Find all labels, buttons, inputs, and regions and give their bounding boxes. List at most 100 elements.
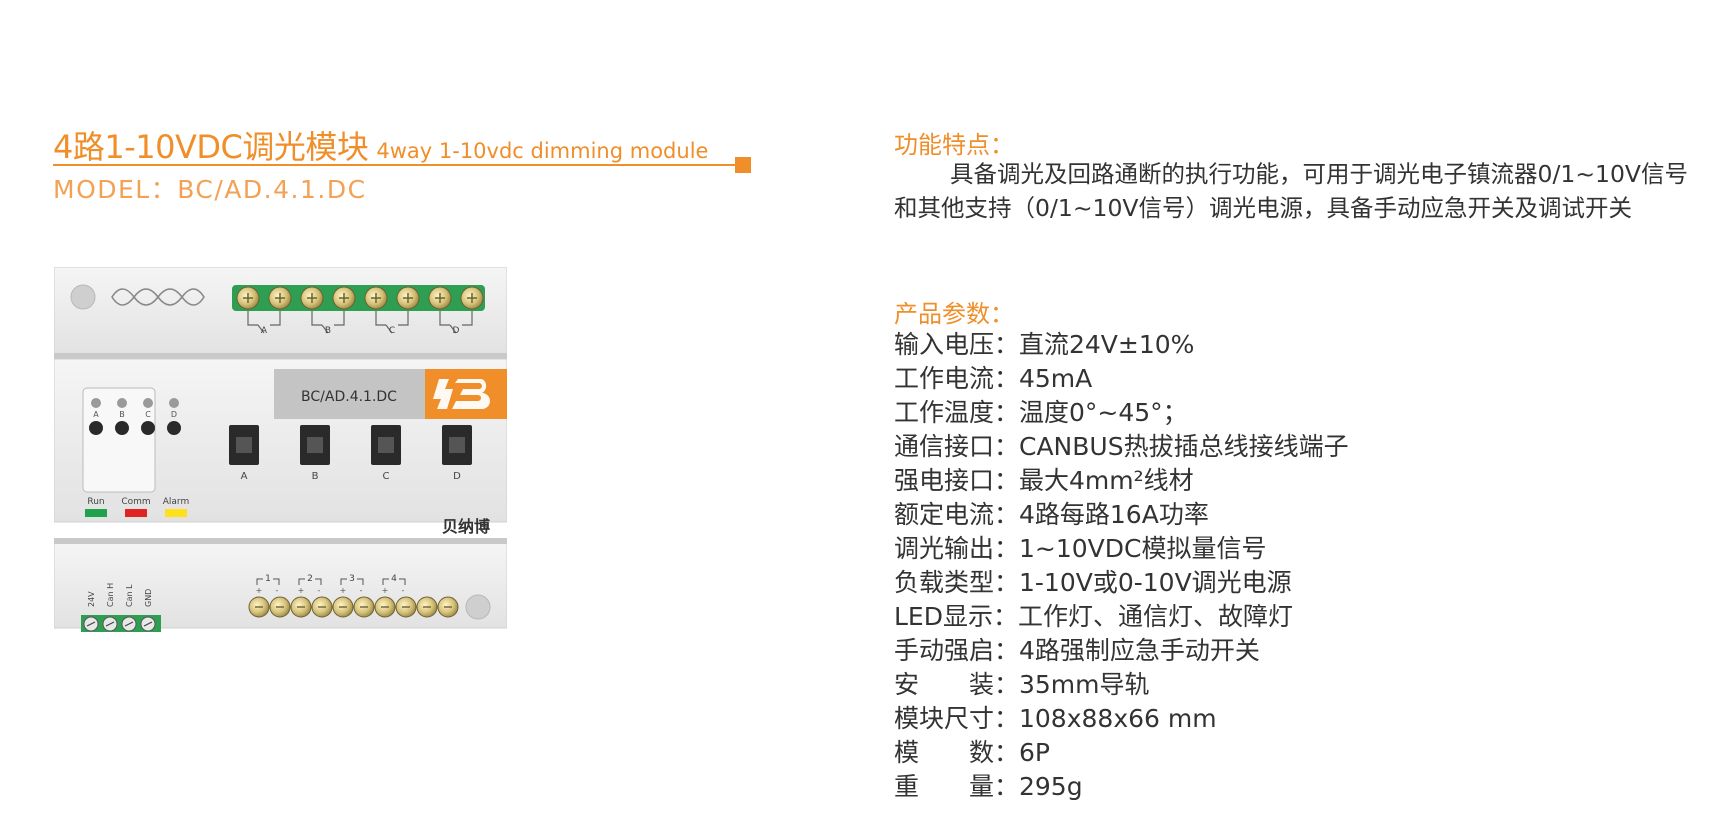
relay-label: A	[261, 326, 268, 336]
bus-terminal-label: 24V	[87, 591, 96, 607]
indicator-label: B	[119, 410, 125, 419]
switch-rocker	[449, 437, 465, 453]
param-item: 安 装：35mm导轨	[894, 670, 1150, 699]
features-body: 具备调光及回路通断的执行功能，可用于调光电子镇流器0/1~10V信号和其他支持（…	[894, 157, 1704, 225]
channel-markings: 1+-2+-3+-4+-	[256, 574, 406, 595]
top-rail-groove	[54, 353, 507, 359]
param-item: 模块尺寸：108x88x66 mm	[894, 704, 1217, 733]
bus-terminal-label: GND	[144, 589, 153, 607]
screw-slot	[403, 293, 413, 303]
plus-sign: +	[298, 586, 305, 595]
params-title: 产品参数：	[894, 300, 1014, 328]
model-number: MODEL：BC/AD.4.1.DC	[53, 175, 367, 204]
nameplate-text: BC/AD.4.1.DC	[301, 389, 397, 405]
channel-number: 1	[265, 574, 271, 584]
param-item: 调光输出：1~10VDC模拟量信号	[894, 534, 1267, 563]
mount-hole-left	[70, 284, 96, 310]
param-item: LED显示：工作灯、通信灯、故障灯	[894, 602, 1293, 631]
relay-symbol	[375, 311, 409, 334]
params-list: 输入电压：直流24V±10% 工作电流：45mA 工作温度：温度0°~45°； 通信接…	[894, 328, 1349, 804]
param-item: 额定电流：4路每路16A功率	[894, 500, 1209, 529]
relay-label: D	[453, 326, 460, 336]
switch-label: C	[383, 471, 390, 482]
page-title: 4路1-10VDC调光模块 4way 1-10vdc dimming module	[53, 122, 708, 168]
param-item: 输入电压：直流24V±10%	[894, 330, 1195, 359]
indicator-label: D	[171, 410, 177, 419]
switch-label: D	[453, 471, 461, 482]
screw-slot	[307, 293, 317, 303]
relay-label: B	[325, 326, 331, 336]
indicator-led	[117, 398, 127, 408]
switch-label: A	[241, 471, 248, 482]
relay-symbol	[439, 311, 473, 334]
indicator-button[interactable]	[167, 421, 181, 435]
indicator-button[interactable]	[141, 421, 155, 435]
bus-terminal-label: Can L	[125, 584, 134, 607]
indicator-panel	[82, 387, 156, 493]
bus-terminal-screws	[83, 616, 156, 632]
relay-symbol	[311, 311, 345, 334]
switch-label: B	[312, 471, 319, 482]
channel-number: 4	[391, 574, 397, 584]
channel-number: 2	[307, 574, 313, 584]
indicator-button[interactable]	[89, 421, 103, 435]
channel-bracket	[340, 578, 364, 585]
screw-slot	[124, 621, 134, 627]
wire-clip	[111, 288, 205, 306]
screw-slot	[435, 293, 445, 303]
param-item: 通信接口：CANBUS热拔插总线接线端子	[894, 432, 1349, 461]
mount-hole-right	[465, 594, 491, 620]
minus-sign: -	[360, 586, 363, 595]
features-text: 具备调光及回路通断的执行功能，可用于调光电子镇流器0/1~10V信号和其他支持（…	[894, 160, 1688, 222]
manual-switches[interactable]: A B C D	[229, 425, 472, 482]
indicator-button[interactable]	[115, 421, 129, 435]
minus-sign: -	[276, 586, 279, 595]
title-chinese: 4路1-10VDC调光模块	[53, 128, 369, 166]
brand-logo-icon	[433, 379, 490, 409]
relay-symbol	[247, 311, 281, 334]
channel-bracket	[256, 578, 280, 585]
param-item: 模 数：6P	[894, 738, 1050, 767]
param-item: 工作电流：45mA	[894, 364, 1093, 393]
status-led	[125, 509, 147, 517]
top-terminal-block	[232, 285, 485, 311]
switch-rocker	[378, 437, 394, 453]
channel-bracket	[298, 578, 322, 585]
bottom-rail-groove	[54, 538, 507, 544]
param-item: 强电接口：最大4mm²线材	[894, 466, 1194, 495]
relay-label: C	[389, 326, 395, 336]
nameplate	[274, 369, 425, 419]
indicator-label: C	[145, 410, 151, 419]
plus-sign: +	[340, 586, 347, 595]
status-led	[165, 509, 187, 517]
switch-rocker	[236, 437, 252, 453]
bus-terminal-block	[81, 615, 161, 632]
param-item: 手动强启：4路强制应急手动开关	[894, 636, 1260, 665]
screw-slot	[86, 621, 96, 627]
param-item: 工作温度：温度0°~45°；	[894, 398, 1188, 427]
indicator-label: A	[93, 410, 99, 419]
top-terminal-screws	[236, 286, 484, 310]
plus-sign: +	[256, 586, 263, 595]
title-accent-square	[735, 157, 751, 173]
indicator-leds: A B C D	[89, 398, 181, 435]
channel-bracket	[382, 578, 406, 585]
param-item: 负载类型：1-10V或0-10V调光电源	[894, 568, 1292, 597]
screw-slot	[371, 293, 381, 303]
status-led-label: Alarm	[163, 497, 189, 507]
bus-terminal-label: Can H	[106, 583, 115, 607]
minus-sign: -	[318, 586, 321, 595]
title-english: 4way 1-10vdc dimming module	[376, 139, 709, 163]
bus-terminal-labels: 24V Can H Can L GND	[87, 583, 153, 607]
plus-sign: +	[382, 586, 389, 595]
features-title: 功能特点：	[894, 131, 1014, 159]
indicator-led	[169, 398, 179, 408]
screw-slot	[143, 621, 153, 627]
screw-slot	[275, 293, 285, 303]
channel-number: 3	[349, 574, 355, 584]
indicator-led	[91, 398, 101, 408]
relay-markings: A B C D	[247, 311, 473, 336]
